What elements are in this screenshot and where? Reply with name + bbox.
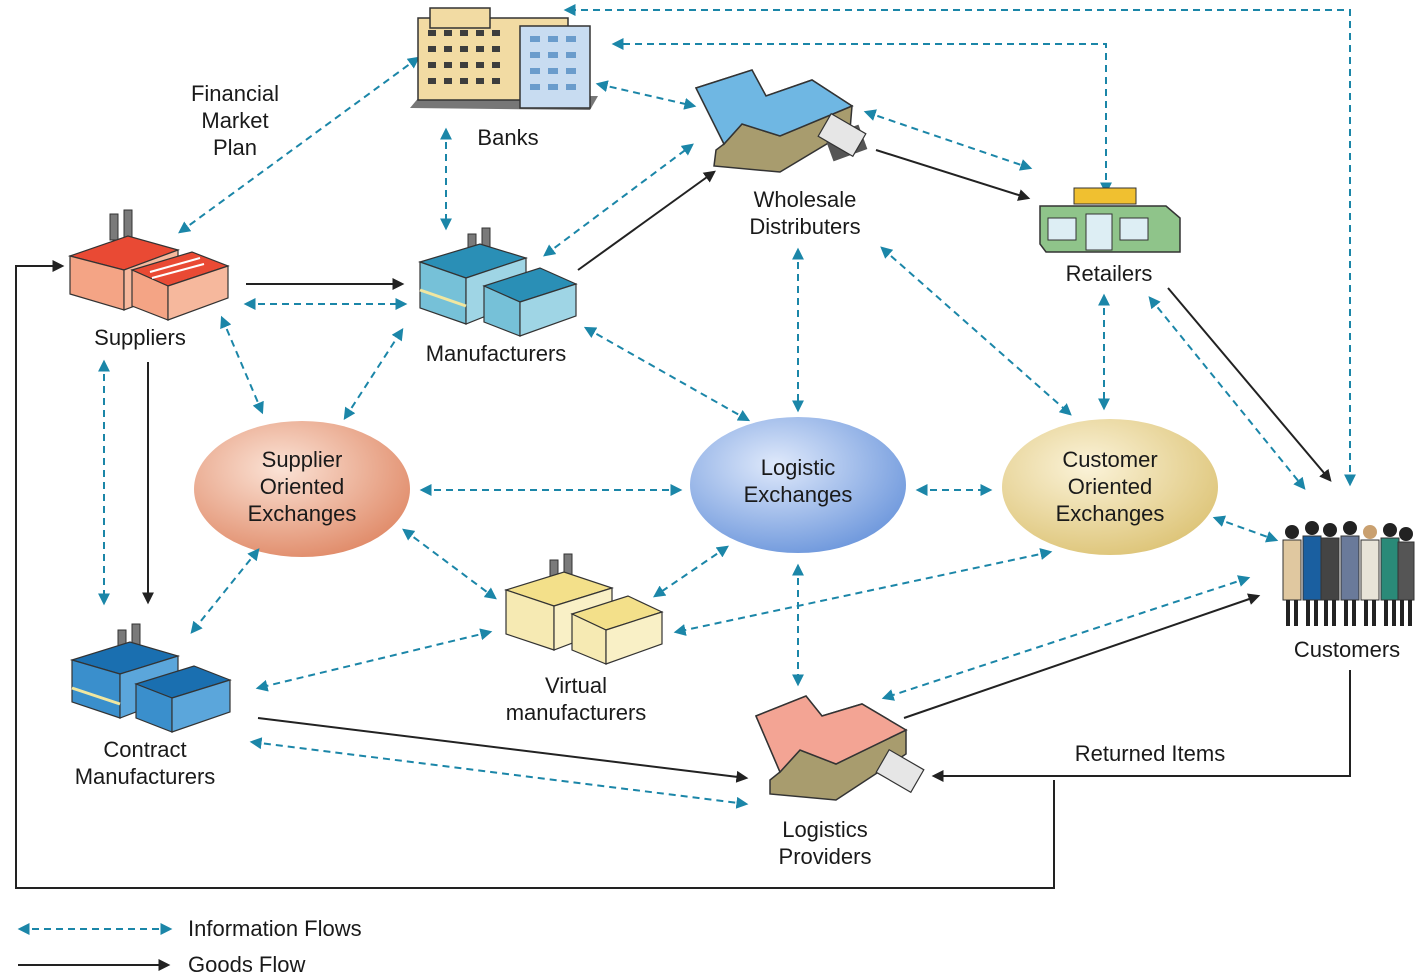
manufacturer-factory-icon <box>418 227 578 337</box>
returned-items-label: Returned Items <box>1074 741 1226 766</box>
logistics-providers-label: Logistics Providers <box>778 817 872 869</box>
contract-manufacturer-factory-icon <box>69 623 232 733</box>
supplier-exchanges-label: Supplier Oriented Exchanges <box>247 447 357 526</box>
logistic-exchanges-label: Logistic Exchanges <box>743 455 853 507</box>
customers-label: Customers <box>1293 637 1401 662</box>
customers-group-icon <box>1282 521 1415 626</box>
legend-goods-flow: Goods Flow <box>188 952 306 977</box>
legend-information-flows: Information Flows <box>188 916 362 941</box>
manufacturers-label: Manufacturers <box>425 341 567 366</box>
retailers-label: Retailers <box>1065 261 1153 286</box>
suppliers-label: Suppliers <box>94 325 186 350</box>
retail-store-icon <box>1039 187 1181 253</box>
wholesale-distributors-label: Wholesale Distributers <box>749 187 861 239</box>
information-flows <box>98 4 1356 809</box>
supplier-factory-icon <box>67 209 230 321</box>
customer-exchanges-label: Customer Oriented Exchanges <box>1055 447 1165 526</box>
logistics-warehouse-icon <box>755 695 925 801</box>
financial-market-plan-label: Financial Market Plan <box>190 81 280 160</box>
banks-label: Banks <box>477 125 539 150</box>
wholesale-warehouse-icon <box>694 69 868 173</box>
virtual-manufacturer-factory-icon <box>504 553 664 665</box>
goods-flows <box>15 149 1351 889</box>
bank-building-icon <box>410 7 598 110</box>
contract-manufacturers-label: Contract Manufacturers <box>74 737 216 789</box>
virtual-manufacturers-label: Virtual manufacturers <box>505 673 647 725</box>
supplier-exchange-ellipse <box>194 421 410 557</box>
